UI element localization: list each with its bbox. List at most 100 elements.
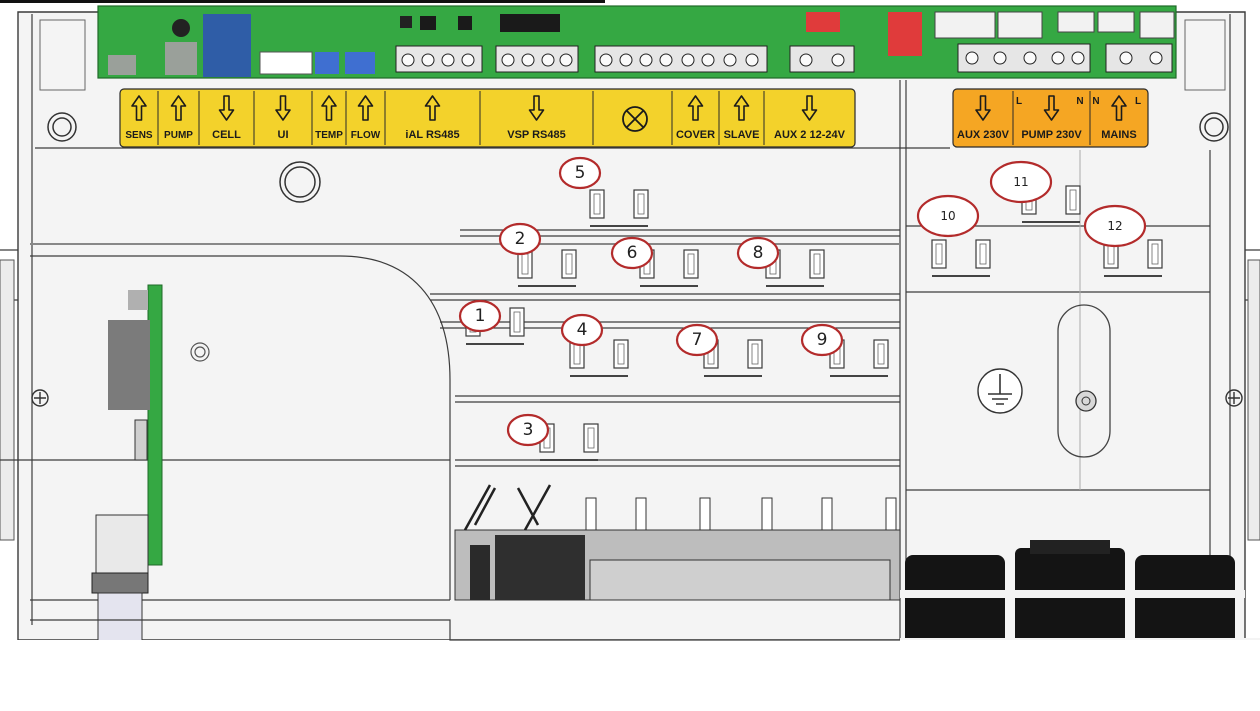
terminal-label: TEMP: [315, 130, 343, 141]
terminal-label: COVER: [676, 129, 715, 141]
arrow-up-icon: [131, 95, 147, 121]
label-cell: iAL RS485: [405, 95, 460, 141]
terminal-label: AUX 230V: [957, 129, 1010, 141]
wire-clip: [589, 189, 649, 227]
callout-ring: [736, 236, 780, 270]
circled-x-icon: [622, 106, 648, 132]
label-cell: FLOW: [351, 95, 381, 141]
pcb-board: [97, 5, 1177, 79]
arrow-up-icon: [424, 95, 441, 121]
mounting-holes: [31, 112, 1243, 407]
hv-label-cell: AUX 230V: [957, 95, 1010, 141]
terminal-label: PUMP: [164, 130, 193, 141]
callout-4: 4: [560, 313, 604, 347]
arrow-down-icon: [528, 95, 545, 121]
callout-9: 9: [800, 323, 844, 357]
callout-ring: [498, 222, 542, 256]
arrow-up-icon: [1111, 95, 1127, 121]
callout-number: 8: [753, 243, 764, 263]
callout-5: 5: [558, 156, 602, 190]
label-cell: SENS: [125, 95, 153, 141]
callout-2: 2: [498, 222, 542, 256]
callout-ring: [458, 299, 502, 333]
cable-clamp-rail: [454, 484, 901, 601]
callout-3: 3: [506, 413, 550, 447]
earth-ground-icon: [977, 368, 1023, 414]
label-cell: TEMP: [315, 95, 343, 141]
wire-clip: [569, 339, 629, 377]
callout-1: 1: [458, 299, 502, 333]
terminal-label: PUMP 230V: [1021, 129, 1082, 141]
callout-ring: [916, 194, 980, 238]
label-cell: UI: [275, 95, 291, 141]
wire-clip: [829, 339, 889, 377]
arrow-down-icon: [275, 95, 291, 121]
polarity-mark-right: N: [1076, 96, 1083, 107]
terminal-label: AUX 2 12-24V: [774, 129, 846, 141]
callout-7: 7: [675, 323, 719, 357]
callout-number: 10: [940, 209, 955, 223]
label-cell: AUX 2 12-24V: [774, 95, 846, 141]
callout-8: 8: [736, 236, 780, 270]
callout-12: 12: [1083, 204, 1147, 248]
label-cell: COVER: [676, 95, 715, 141]
wire-clip: [517, 249, 577, 287]
arrow-up-icon: [733, 95, 750, 121]
polarity-mark-right: L: [1135, 96, 1141, 107]
terminal-label: CELL: [212, 129, 241, 141]
label-cell: VSP RS485: [507, 95, 566, 141]
terminal-label: SLAVE: [724, 129, 760, 141]
arrow-down-icon: [1043, 95, 1060, 121]
terminal-label: VSP RS485: [507, 129, 566, 141]
hv-label-cell: L N PUMP 230V: [1016, 95, 1084, 141]
arrow-up-icon: [321, 95, 337, 121]
callout-ring: [800, 323, 844, 357]
low-voltage-label-strip: [119, 88, 856, 148]
arrow-down-icon: [975, 95, 991, 121]
callout-number: 12: [1107, 219, 1122, 233]
callout-number: 5: [575, 163, 586, 183]
callout-number: 9: [817, 330, 828, 350]
callout-11: 11: [989, 160, 1053, 204]
polarity-mark-left: L: [1016, 96, 1022, 107]
callout-number: 11: [1013, 175, 1028, 189]
arrow-down-icon: [801, 95, 818, 121]
right-hinge: [1247, 259, 1260, 541]
arrow-up-icon: [687, 95, 704, 121]
callout-ring: [560, 313, 604, 347]
callout-ring: [558, 156, 602, 190]
terminal-label: iAL RS485: [405, 129, 459, 141]
side-pcb: [91, 284, 163, 654]
terminal-label: MAINS: [1101, 129, 1136, 141]
callout-ring: [506, 413, 550, 447]
callout-6: 6: [610, 236, 654, 270]
terminal-label: UI: [278, 129, 289, 141]
callout-number: 4: [577, 320, 588, 340]
earth-stud: [1075, 390, 1097, 412]
callout-number: 1: [475, 306, 486, 326]
polarity-mark-left: N: [1092, 96, 1099, 107]
label-cell: CELL: [212, 95, 241, 141]
wire-clips: [465, 185, 1163, 461]
wire-clip: [931, 239, 991, 277]
callout-ring: [989, 160, 1053, 204]
arrow-up-icon: [170, 95, 187, 121]
arrow-down-icon: [218, 95, 235, 121]
callout-number: 7: [692, 330, 703, 350]
callout-number: 2: [515, 229, 526, 249]
callout-number: 6: [627, 243, 638, 263]
left-hinge: [0, 259, 15, 541]
terminal-label: FLOW: [351, 130, 381, 141]
callout-ring: [1083, 204, 1147, 248]
label-cell: PUMP: [164, 95, 193, 141]
hv-label-cell: N L MAINS: [1092, 95, 1141, 141]
callout-number: 3: [523, 420, 534, 440]
arrow-up-icon: [357, 95, 374, 121]
earth-stud-slot: [1057, 304, 1111, 458]
terminal-label: SENS: [125, 130, 153, 141]
callout-ring: [610, 236, 654, 270]
label-cell: SLAVE: [724, 95, 760, 141]
